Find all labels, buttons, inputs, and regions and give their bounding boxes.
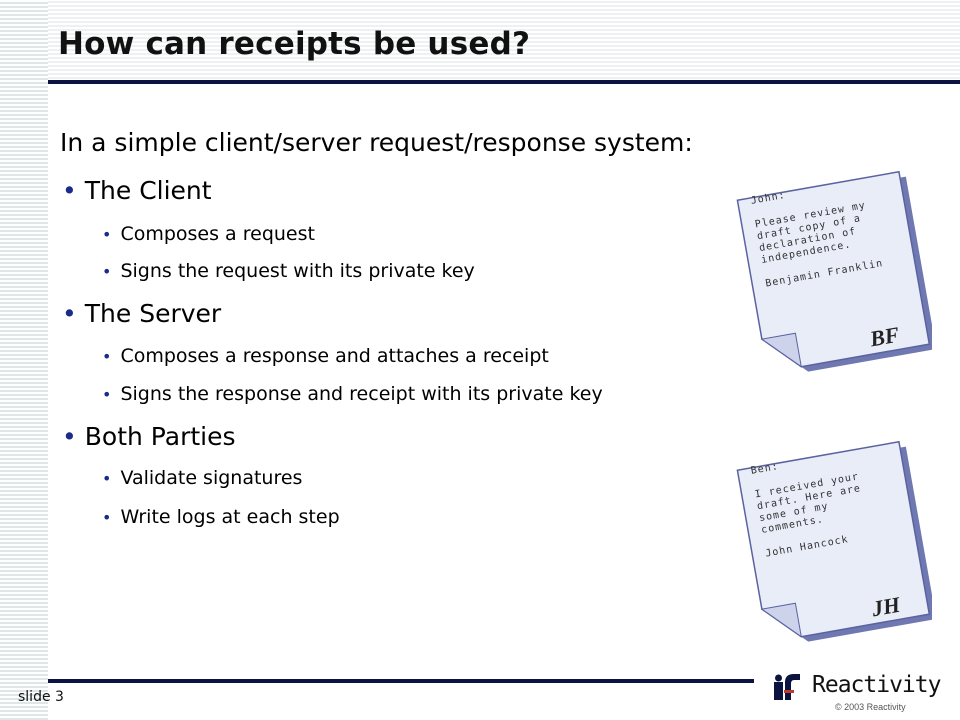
note-text: John: Please review my draft copy of a d… xyxy=(750,189,885,290)
reactivity-logo-icon xyxy=(770,670,804,704)
left-stripe-band xyxy=(0,0,48,720)
intro-text: In a simple client/server request/respon… xyxy=(60,128,693,157)
section-heading-server: •The Server xyxy=(62,299,222,328)
footer-rule xyxy=(48,679,754,683)
note-initials: JH xyxy=(869,591,902,622)
list-item: •Validate signatures xyxy=(102,467,303,489)
note-paper-shape xyxy=(736,170,932,372)
section-heading-client: •The Client xyxy=(62,176,212,205)
list-item: •Composes a request xyxy=(102,223,315,245)
slide-title: How can receipts be used? xyxy=(58,26,531,62)
section-heading-both-parties: •Both Parties xyxy=(62,422,236,451)
title-rule xyxy=(48,80,960,84)
brand-name: Reactivity xyxy=(812,672,941,698)
list-item: •Signs the response and receipt with its… xyxy=(102,383,603,405)
copyright-text: © 2003 Reactivity xyxy=(835,702,906,712)
list-item: •Composes a response and attaches a rece… xyxy=(102,345,549,367)
header-background xyxy=(0,0,960,83)
slide-number: slide 3 xyxy=(18,689,64,705)
note-text: Ben: I received your draft. Here are som… xyxy=(750,461,862,560)
list-item: •Write logs at each step xyxy=(102,506,340,528)
note-initials: BF xyxy=(867,321,902,352)
note-card-hancock: Ben: I received your draft. Here are som… xyxy=(732,436,932,656)
note-paper-shape xyxy=(736,440,932,642)
list-item: •Signs the request with its private key xyxy=(102,260,475,282)
note-card-franklin: John: Please review my draft copy of a d… xyxy=(732,166,932,386)
